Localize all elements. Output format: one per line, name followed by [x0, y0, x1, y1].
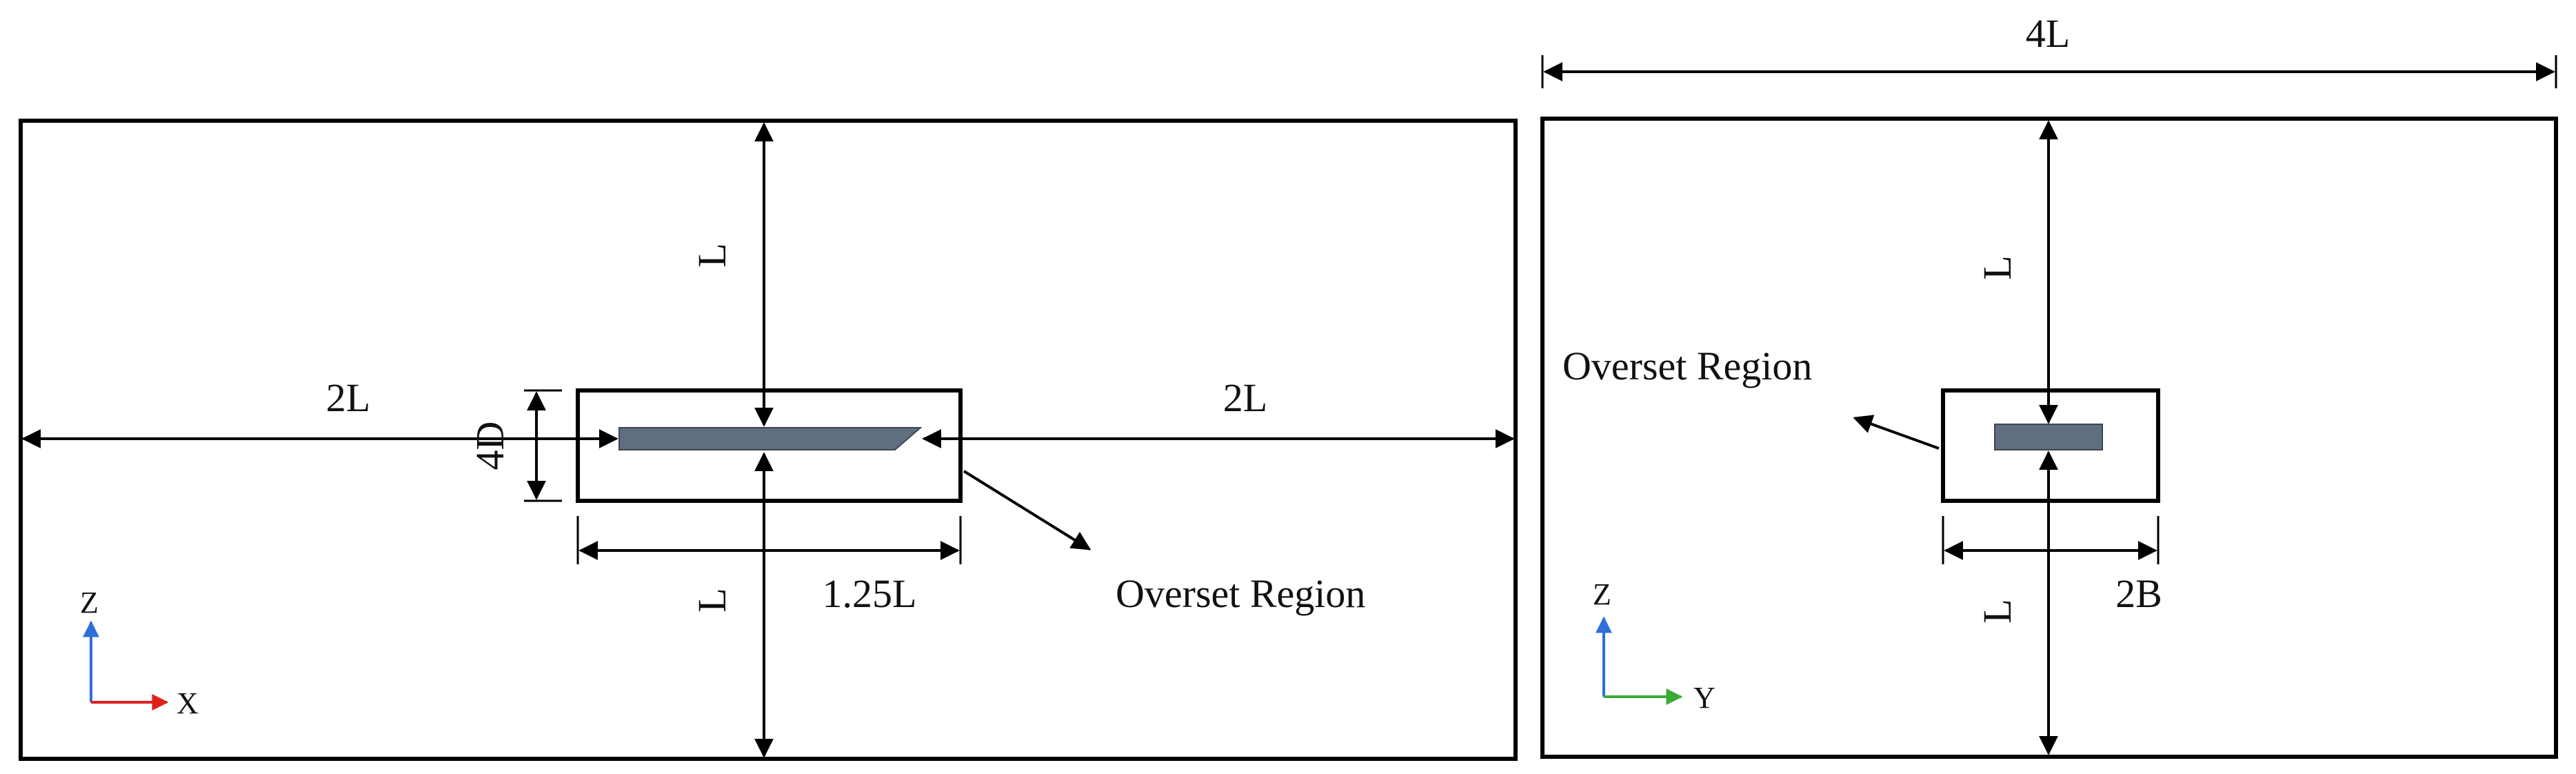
front-label-bottom-L: L [1975, 599, 2020, 623]
front-label-top-L: L [1975, 255, 2020, 279]
front-label-4L: 4L [2026, 11, 2070, 56]
side-overset-pointer [963, 470, 1091, 550]
front-overset-pointer [1853, 415, 1940, 450]
side-overset-label: Overset Region [1116, 571, 1365, 616]
front-view: 4L L L 2B Overset Region Z Y [1540, 11, 2558, 759]
side-label-right-2L: 2L [1223, 375, 1267, 420]
side-label-left-2L: 2L [326, 375, 370, 420]
side-axis-triad: Z X [80, 586, 199, 720]
front-overset-label: Overset Region [1562, 344, 1812, 388]
side-label-top-L: L [690, 243, 734, 267]
front-label-2B: 2B [2115, 571, 2162, 616]
side-hull-shape [618, 427, 923, 450]
side-domain-box [19, 119, 1518, 761]
side-view: L L 2L 2L 4D 1.25L Overset Region Z X [19, 119, 1518, 761]
side-axis-x-label: X [177, 686, 199, 720]
side-label-bottom-L: L [690, 588, 734, 612]
side-label-4D: 4D [467, 421, 512, 470]
side-axis-z-label: Z [80, 586, 99, 619]
front-axis-triad: Z Y [1593, 577, 1715, 715]
front-hull-shape [1994, 424, 2103, 450]
front-domain-box [1540, 117, 2558, 759]
side-label-1-25L: 1.25L [823, 571, 917, 616]
front-axis-y-label: Y [1693, 681, 1715, 715]
front-axis-z-label: Z [1593, 577, 1611, 611]
